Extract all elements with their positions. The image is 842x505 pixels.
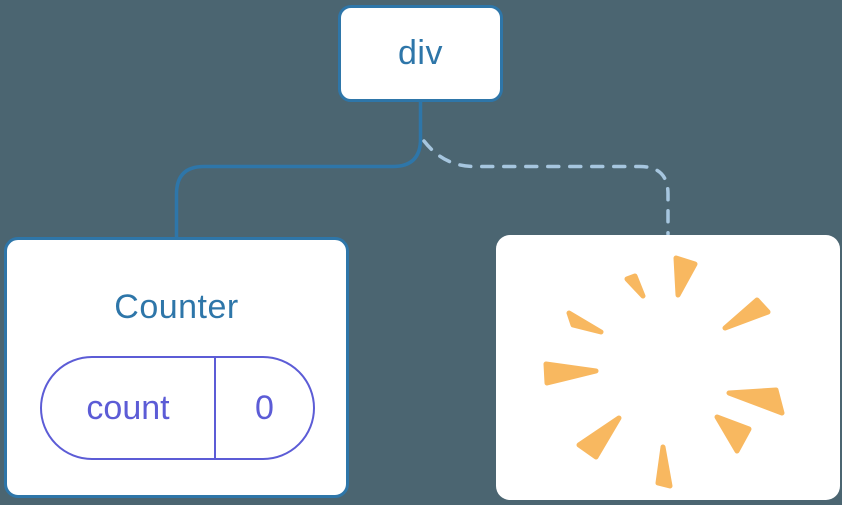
root-node-label: div	[398, 34, 443, 72]
state-value-label: 0	[255, 388, 274, 427]
connector-solid-to-counter	[174, 102, 423, 237]
state-key-cell: count	[42, 358, 216, 458]
connector-dashed-to-removed	[422, 139, 670, 236]
counter-component-card: Counter count 0	[4, 237, 349, 498]
removed-component-card	[496, 235, 840, 500]
state-key-label: count	[86, 388, 170, 427]
poof-starburst-icon	[543, 255, 785, 489]
state-pill: count 0	[40, 356, 315, 460]
state-value-cell: 0	[216, 358, 313, 458]
counter-title: Counter	[114, 288, 239, 326]
root-node-div: div	[338, 5, 503, 102]
